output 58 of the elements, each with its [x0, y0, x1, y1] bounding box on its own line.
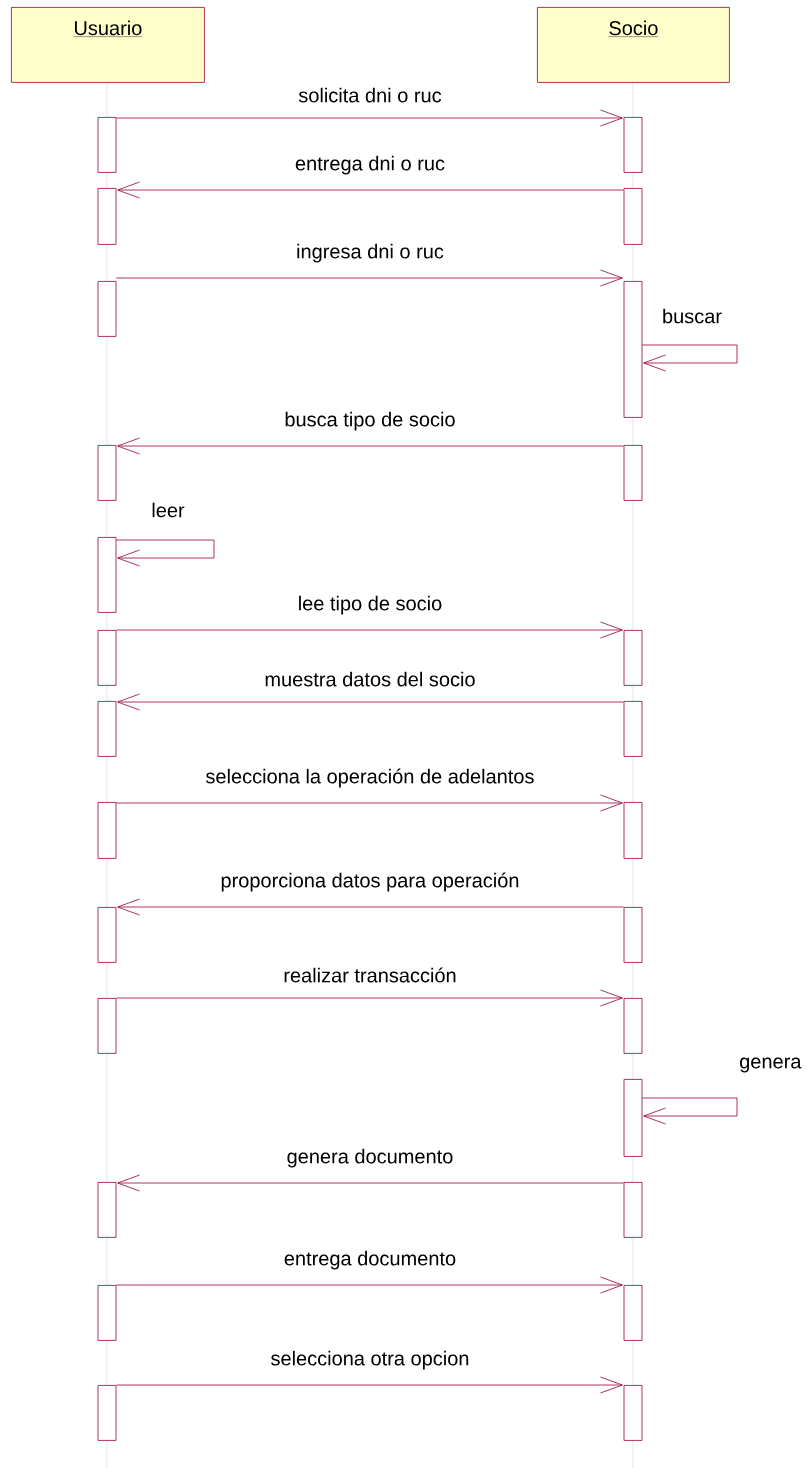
activation-bar — [623, 802, 643, 859]
activation-bar — [623, 117, 643, 173]
activation-bar — [97, 1182, 117, 1238]
message-label: genera — [740, 1057, 802, 1073]
activation-bar — [623, 1079, 643, 1157]
activation-bar — [97, 1285, 117, 1341]
activation-bar — [623, 188, 643, 245]
activation-bar — [97, 998, 117, 1054]
message-arrow — [116, 989, 623, 1007]
activation-bar — [623, 1285, 643, 1341]
activation-bar — [97, 1385, 117, 1441]
message-label: buscar — [663, 308, 722, 324]
activation-bar — [623, 445, 643, 501]
message-arrow — [116, 269, 623, 287]
message-label: entrega dni o ruc — [295, 155, 445, 175]
message-label: selecciona otra opcion — [271, 1350, 469, 1370]
lifeline-header-box: Usuario — [11, 7, 205, 83]
activation-bar — [97, 537, 117, 613]
activation-bar — [97, 907, 117, 963]
message-arrow — [116, 109, 623, 127]
message-label: solicita dni o ruc — [298, 87, 442, 103]
message-label: muestra datos del socio — [265, 671, 475, 687]
message-label: ingresa dni o ruc — [297, 243, 444, 263]
activation-bar — [623, 701, 643, 757]
activation-bar — [623, 630, 643, 686]
lifeline-header-box: Socio — [537, 7, 730, 83]
self-message-arrow — [642, 1097, 738, 1125]
message-label: entrega documento — [284, 1250, 456, 1270]
message-label: leer — [152, 502, 185, 518]
activation-bar — [623, 1385, 643, 1441]
activation-bar — [97, 281, 117, 337]
activation-bar — [97, 188, 117, 245]
activation-bar — [97, 445, 117, 501]
message-arrow — [116, 794, 623, 812]
self-message-arrow — [116, 539, 215, 567]
message-label: genera documento — [287, 1148, 453, 1168]
message-arrow — [117, 1174, 624, 1192]
message-arrow — [117, 181, 624, 199]
message-label: realizar transacción — [284, 967, 456, 983]
message-label: busca tipo de socio — [285, 411, 455, 431]
activation-bar — [97, 117, 117, 173]
message-arrow — [117, 437, 624, 455]
activation-bar — [623, 907, 643, 963]
message-arrow — [117, 898, 624, 916]
message-arrow — [116, 1276, 623, 1294]
message-arrow — [116, 621, 623, 639]
activation-bar — [97, 802, 117, 859]
activation-bar — [97, 630, 117, 686]
self-message-arrow — [642, 344, 738, 372]
activation-bar — [97, 701, 117, 757]
message-label: lee tipo de socio — [299, 595, 442, 615]
message-label: proporciona datos para operación — [221, 872, 519, 892]
message-label: selecciona la operación de adelantos — [206, 768, 534, 788]
activation-bar — [623, 1182, 643, 1238]
activation-bar — [623, 281, 643, 418]
message-arrow — [116, 1376, 623, 1394]
activation-bar — [623, 998, 643, 1054]
message-arrow — [117, 693, 624, 711]
